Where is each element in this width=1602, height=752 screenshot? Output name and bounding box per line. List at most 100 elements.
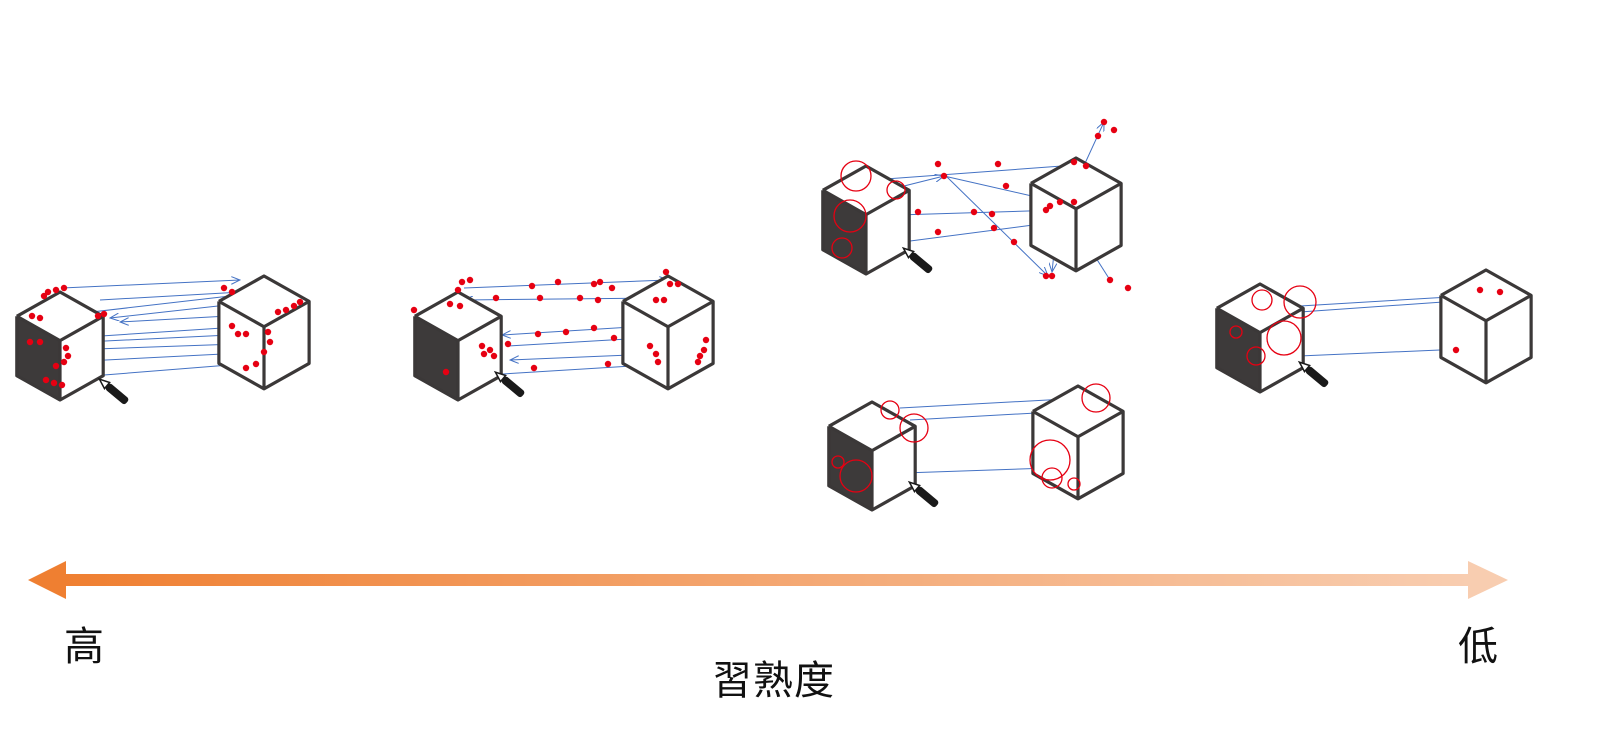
gaze-point-icon xyxy=(242,330,250,338)
scene-low-proficiency xyxy=(1215,268,1533,394)
gaze-point-icon xyxy=(60,284,68,292)
cube-left-face xyxy=(414,316,458,400)
gaze-point-icon xyxy=(60,358,68,366)
scene-mid-proficiency-b xyxy=(827,383,1125,512)
gaze-point-icon xyxy=(26,338,34,346)
gaze-point-icon xyxy=(466,276,474,284)
cube-right-face xyxy=(1260,308,1304,392)
gaze-point-icon xyxy=(282,306,290,314)
pencil-tip xyxy=(901,246,915,259)
gaze-point-icon xyxy=(970,208,978,216)
proficiency-axis xyxy=(28,561,1508,599)
gaze-point-icon xyxy=(646,342,654,350)
gaze-point-icon xyxy=(988,210,996,218)
pencil-body xyxy=(909,252,933,274)
cube-outline xyxy=(1031,384,1125,501)
cube-icon xyxy=(621,274,715,391)
gaze-point-icon xyxy=(666,280,674,288)
gaze-point-icon xyxy=(1002,182,1010,190)
cube-outline xyxy=(621,274,715,391)
gaze-point-icon xyxy=(478,342,486,350)
gaze-point-icon xyxy=(662,268,670,276)
fixation-circle-icon xyxy=(1229,325,1243,339)
cube-icon xyxy=(413,290,503,402)
gaze-point-icon xyxy=(1124,284,1132,292)
fixation-circle-icon xyxy=(1081,383,1111,413)
gaze-point-icon xyxy=(220,284,228,292)
pencil-body xyxy=(915,486,939,508)
cube-left-face xyxy=(1440,295,1486,383)
cube-left-face xyxy=(1030,183,1076,271)
saccade-arrow-icon xyxy=(463,280,668,289)
gaze-point-icon xyxy=(480,350,488,358)
fixation-circle-icon xyxy=(831,455,845,469)
fixation-circle-icon xyxy=(833,199,867,233)
cube-right-face xyxy=(872,426,916,510)
gaze-point-icon xyxy=(562,328,570,336)
gaze-point-icon xyxy=(594,296,602,304)
gaze-point-icon xyxy=(1476,286,1484,294)
gaze-point-icon xyxy=(660,296,668,304)
fixation-circle-icon xyxy=(1029,439,1071,481)
gaze-point-icon xyxy=(290,302,298,310)
gaze-point-icon xyxy=(1046,202,1054,210)
pencil-body xyxy=(105,383,129,405)
axis-title: 習熟度 xyxy=(712,658,835,704)
gaze-point-icon xyxy=(504,340,512,348)
gaze-point-icon xyxy=(446,300,454,308)
pencil-tip xyxy=(1297,360,1311,373)
gaze-point-icon xyxy=(266,338,274,346)
scene-mid-proficiency-a xyxy=(821,118,1132,292)
gaze-point-icon xyxy=(530,364,538,372)
cube-right-face xyxy=(264,301,310,389)
cube-top-face xyxy=(1030,158,1122,209)
fixation-circle-icon xyxy=(1041,467,1063,489)
gaze-point-icon xyxy=(914,208,922,216)
gaze-point-icon xyxy=(100,310,108,318)
axis-arrowhead-right xyxy=(1468,561,1508,599)
gaze-point-icon xyxy=(94,312,102,320)
fixation-circle-icon xyxy=(899,413,929,443)
gaze-point-icon xyxy=(458,278,466,286)
gaze-point-icon xyxy=(1010,238,1018,246)
fixation-circle-icon xyxy=(840,160,872,192)
fixation-circle-icon xyxy=(880,400,900,420)
cube-outline xyxy=(15,290,105,402)
gaze-point-icon xyxy=(50,379,58,387)
cube-right-face xyxy=(458,316,502,400)
cube-icon xyxy=(1215,282,1305,394)
gaze-point-icon xyxy=(1042,272,1050,280)
gaze-point-icon xyxy=(1070,158,1078,166)
gaze-point-icon xyxy=(492,294,500,302)
cube-outline xyxy=(1029,156,1123,273)
gaze-point-icon xyxy=(696,352,704,360)
gaze-point-icon xyxy=(596,278,604,286)
gaze-point-icon xyxy=(486,346,494,354)
gaze-point-icon xyxy=(44,288,52,296)
saccade-arrow-icon xyxy=(61,280,240,289)
gaze-point-icon xyxy=(590,280,598,288)
cube-icon xyxy=(1439,268,1533,385)
gaze-point-icon xyxy=(1100,118,1108,126)
cube-icon xyxy=(217,274,311,391)
fixation-circle-icon xyxy=(839,459,873,493)
fixation-circle-icon xyxy=(1251,289,1273,311)
fixation-circle-icon xyxy=(831,237,853,259)
saccade-arrow-icon xyxy=(872,165,1063,180)
cube-left-face xyxy=(828,426,872,510)
cube-left-face xyxy=(1032,411,1078,499)
pencil-icon xyxy=(901,246,933,274)
gaze-point-icon xyxy=(52,362,60,370)
gaze-point-icon xyxy=(1042,206,1050,214)
gaze-point-icon xyxy=(590,324,598,332)
gaze-point-icon xyxy=(228,322,236,330)
gaze-point-icon xyxy=(652,296,660,304)
gaze-point-icon xyxy=(934,228,942,236)
fixation-circle-icon xyxy=(1246,346,1266,366)
gaze-point-icon xyxy=(608,284,616,292)
gaze-point-icon xyxy=(1106,276,1114,284)
pencil-tip xyxy=(907,480,921,493)
pencil-tip xyxy=(493,370,507,383)
fixation-circle-icon xyxy=(886,180,906,200)
